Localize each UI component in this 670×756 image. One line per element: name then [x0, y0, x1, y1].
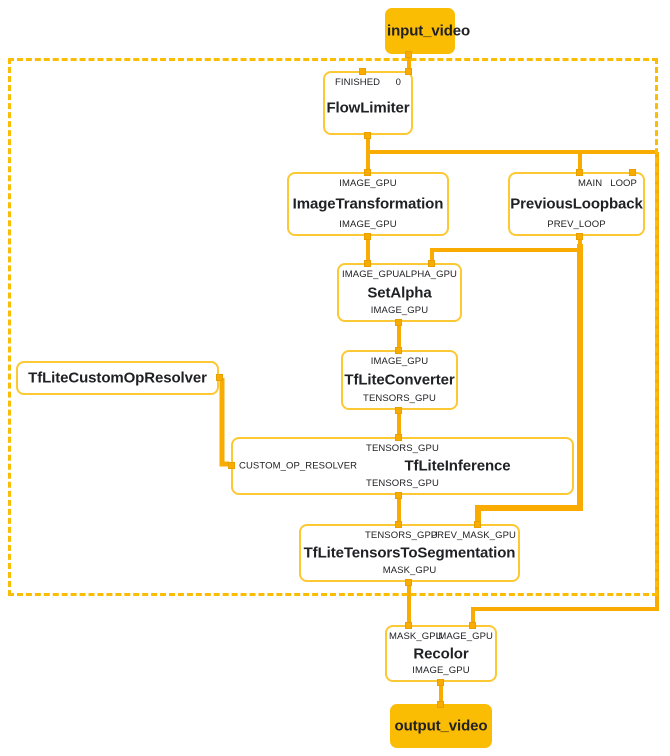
port-label-flowlimiter-zero: 0 [395, 77, 401, 88]
port-setalpha-out [395, 319, 402, 326]
port-segmentation-in-tensors [395, 521, 402, 528]
node-input-video-title: input_video [387, 22, 471, 40]
port-output-video-in [437, 701, 444, 708]
port-label-previousloopback-out: PREV_LOOP [547, 219, 606, 230]
port-label-segmentation-in-prevmask: PREV_MASK_GPU [430, 530, 516, 541]
port-imagetransformation-out [364, 233, 371, 240]
port-label-inference-in-tensors: TENSORS_GPU [366, 443, 439, 454]
node-flowlimiter[interactable]: FINISHED 0 FlowLimiter [323, 71, 413, 135]
port-previousloopback-out [576, 233, 583, 240]
node-image-transformation-title: ImageTransformation [292, 195, 444, 213]
node-tflite-inference-title: TfLiteInference [404, 457, 511, 475]
node-flowlimiter-title: FlowLimiter [326, 99, 410, 117]
port-flowlimiter-in-finished [359, 68, 366, 75]
port-previousloopback-in-loop [629, 169, 636, 176]
port-label-setalpha-out: IMAGE_GPU [370, 305, 429, 316]
port-recolor-in-image [469, 622, 476, 629]
port-flowlimiter-in-zero [405, 68, 412, 75]
node-tflite-converter[interactable]: IMAGE_GPU TfLiteConverter TENSORS_GPU [341, 350, 458, 410]
port-inference-in-resolver [228, 462, 235, 469]
node-previous-loopback[interactable]: MAIN LOOP PreviousLoopback PREV_LOOP [508, 172, 645, 236]
port-converter-out [395, 407, 402, 414]
port-label-imagetransformation-in: IMAGE_GPU [339, 178, 397, 189]
port-recolor-out [437, 679, 444, 686]
port-label-converter-in: IMAGE_GPU [370, 356, 429, 367]
node-tflite-tensors-to-segmentation-title: TfLiteTensorsToSegmentation [303, 544, 516, 562]
port-previousloopback-in-main [576, 169, 583, 176]
port-label-inference-out: TENSORS_GPU [366, 478, 439, 489]
port-label-flowlimiter-finished: FINISHED [335, 77, 381, 88]
subgraph-boundary [8, 58, 658, 596]
node-input-video[interactable]: input_video [385, 8, 471, 54]
port-label-recolor-out: IMAGE_GPU [412, 665, 470, 676]
node-previous-loopback-title: PreviousLoopback [510, 195, 643, 213]
port-label-recolor-in-image: IMAGE_GPU [435, 631, 493, 642]
port-label-inference-in-resolver: CUSTOM_OP_RESOLVER [239, 460, 358, 472]
node-image-transformation[interactable]: IMAGE_GPU ImageTransformation IMAGE_GPU [287, 172, 449, 236]
port-label-segmentation-in-tensors: TENSORS_GPU [365, 530, 438, 541]
port-inference-in-tensors [395, 434, 402, 441]
node-set-alpha-title: SetAlpha [367, 284, 432, 301]
port-segmentation-in-prevmask [474, 521, 481, 528]
port-input-video-out [405, 51, 412, 58]
node-tflite-tensors-to-segmentation[interactable]: TENSORS_GPU PREV_MASK_GPU TfLiteTensorsT… [299, 524, 520, 582]
node-output-video-title: output_video [394, 717, 488, 735]
node-tflite-converter-title: TfLiteConverter [344, 371, 455, 389]
port-label-imagetransformation-out: IMAGE_GPU [339, 219, 397, 230]
port-label-previousloopback-main: MAIN [578, 178, 603, 189]
port-label-setalpha-in-image: IMAGE_GPU [342, 269, 400, 280]
port-imagetransformation-in [364, 169, 371, 176]
node-tflite-inference[interactable]: TENSORS_GPU CUSTOM_OP_RESOLVER TfLiteInf… [231, 437, 574, 495]
port-recolor-in-mask [405, 622, 412, 629]
port-label-converter-out: TENSORS_GPU [363, 393, 436, 404]
node-set-alpha[interactable]: IMAGE_GPU ALPHA_GPU SetAlpha IMAGE_GPU [337, 263, 462, 322]
port-label-setalpha-in-alpha: ALPHA_GPU [399, 269, 457, 280]
node-output-video[interactable]: output_video [390, 704, 492, 748]
node-tflite-custom-op-resolver-title: TfLiteCustomOpResolver [28, 369, 207, 387]
port-label-recolor-in-mask: MASK_GPU [389, 631, 443, 642]
port-setalpha-in-image [364, 260, 371, 267]
port-inference-out [395, 492, 402, 499]
node-recolor[interactable]: MASK_GPU IMAGE_GPU Recolor IMAGE_GPU [385, 625, 497, 682]
port-label-segmentation-out: MASK_GPU [382, 565, 437, 576]
port-label-previousloopback-loop: LOOP [610, 178, 637, 189]
node-tflite-custom-op-resolver[interactable]: TfLiteCustomOpResolver [16, 361, 219, 395]
port-segmentation-out [405, 579, 412, 586]
port-converter-in [395, 347, 402, 354]
node-recolor-title: Recolor [413, 645, 469, 662]
port-resolver-out [216, 374, 223, 381]
port-flowlimiter-out [364, 132, 371, 139]
port-setalpha-in-alpha [428, 260, 435, 267]
